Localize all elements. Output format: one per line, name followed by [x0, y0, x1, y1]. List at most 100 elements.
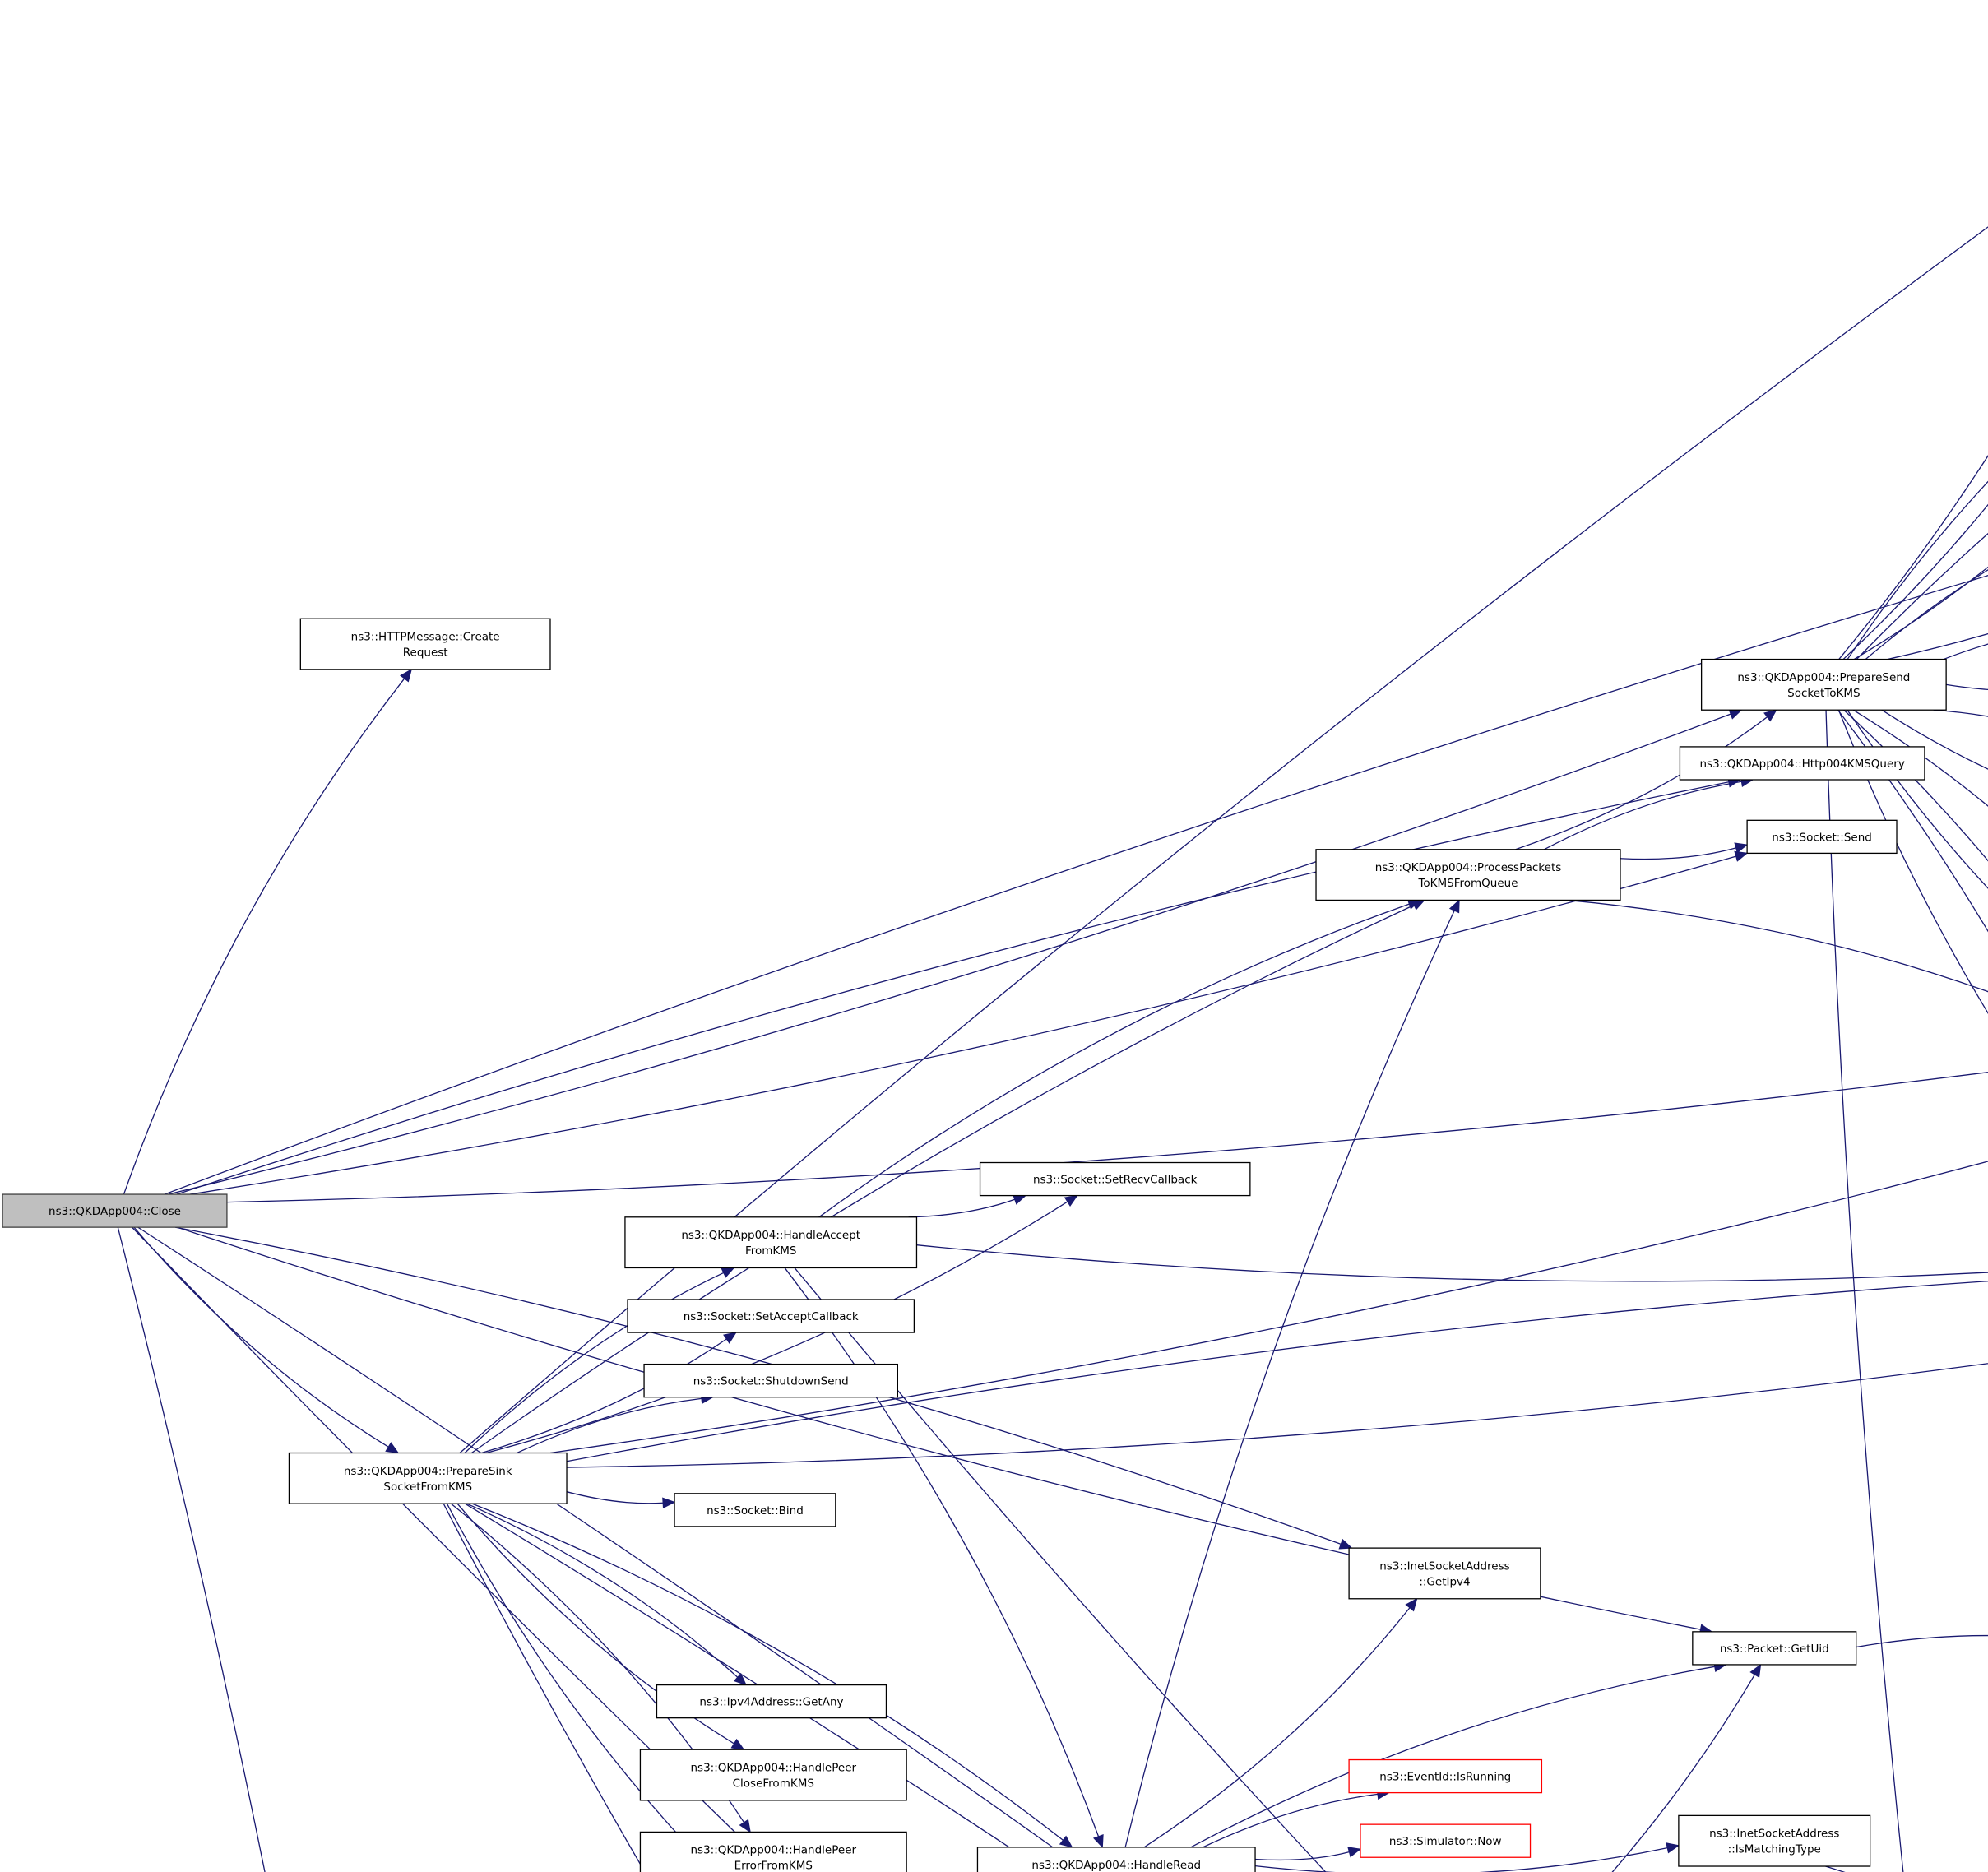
node-box[interactable]	[674, 1493, 836, 1527]
node-label: ns3::QKDApp004::HandleRead	[1031, 1859, 1201, 1872]
node-box[interactable]	[2, 1193, 228, 1228]
node-isMatchingType[interactable]: ns3::InetSocketAddress::IsMatchingType	[1678, 1814, 1871, 1867]
edge-prepareSink-to-connReqFrom	[443, 1503, 646, 1872]
node-box[interactable]	[976, 1847, 1256, 1872]
edge-line	[1847, 480, 1988, 660]
edge-handleAccept-to-convertFrom	[794, 1267, 1327, 1872]
arrowhead-icon	[739, 1819, 751, 1833]
node-processPackets[interactable]: ns3::QKDApp004::ProcessPacketsToKMSFromQ…	[1315, 849, 1621, 901]
node-box[interactable]	[624, 1216, 918, 1269]
node-isRunning[interactable]: ns3::EventId::IsRunning	[1348, 1758, 1543, 1794]
node-getAny[interactable]: ns3::Ipv4Address::GetAny	[656, 1684, 887, 1719]
node-label: ns3::Socket::SetAcceptCallback	[684, 1310, 859, 1323]
node-box[interactable]	[979, 1161, 1251, 1197]
edge-line	[1611, 1674, 1756, 1872]
edge-line	[1838, 455, 1988, 660]
node-setAcceptCb[interactable]: ns3::Socket::SetAcceptCallback	[627, 1299, 915, 1333]
edge-handleRead-to-isMatchingType	[1254, 1842, 1680, 1872]
edge-handleRead-to-now	[1254, 1847, 1362, 1861]
node-label: ns3::QKDApp004::HandlePeer	[690, 1844, 856, 1857]
edge-line	[1203, 1793, 1379, 1848]
node-label: ns3::Socket::SetRecvCallback	[1033, 1174, 1198, 1187]
node-box[interactable]	[299, 618, 551, 670]
edge-line	[137, 1226, 1089, 1872]
node-now[interactable]: ns3::Simulator::Now	[1360, 1823, 1532, 1858]
edge-line	[471, 904, 1415, 1454]
arrowhead-icon	[721, 1267, 735, 1278]
edge-line	[189, 855, 1736, 1195]
node-box[interactable]	[627, 1299, 915, 1333]
node-label: ns3::QKDApp004::PrepareSink	[344, 1465, 512, 1478]
edge-close-to-createRequest	[123, 668, 413, 1195]
edge-line	[443, 1503, 646, 1872]
arrowhead-icon	[1064, 1194, 1078, 1207]
node-label: ns3::Socket::Send	[1772, 831, 1872, 844]
edge-line	[1946, 683, 1988, 691]
node-box[interactable]	[1348, 1547, 1541, 1600]
node-handleRead[interactable]: ns3::QKDApp004::HandleReadFromKMS	[976, 1847, 1256, 1872]
edge-prepareSend-to-connSucceeded	[1933, 709, 1988, 717]
arrowhead-icon	[400, 668, 413, 683]
edge-close-to-http004	[176, 776, 1741, 1195]
edge-line	[1190, 1666, 1715, 1848]
node-box[interactable]	[1692, 1631, 1857, 1666]
node-box[interactable]	[1746, 819, 1898, 855]
edge-prepareSend-to-connect	[1943, 643, 1988, 660]
arrowhead-icon	[733, 1672, 748, 1686]
node-label: Request	[403, 646, 448, 660]
edge-prepareSend-to-connFailed	[1946, 683, 1988, 691]
node-box[interactable]	[1360, 1823, 1532, 1858]
edge-line	[481, 1338, 727, 1454]
node-close[interactable]: ns3::QKDApp004::Close	[2, 1193, 228, 1228]
node-http004[interactable]: ns3::QKDApp004::Http004KMSQuery	[1679, 746, 1925, 781]
arrowhead-icon	[1448, 899, 1460, 914]
node-label: CloseFromKMS	[733, 1777, 814, 1791]
node-label: ns3::EventId::IsRunning	[1379, 1771, 1511, 1784]
node-box[interactable]	[639, 1749, 907, 1801]
node-box[interactable]	[1700, 658, 1947, 711]
edge-prepareSend-to-createSocket	[1838, 455, 1988, 660]
edge-line	[1544, 781, 1742, 850]
edge-close-to-getIpv4	[174, 1226, 1353, 1550]
node-pktGetUid[interactable]: ns3::Packet::GetUid	[1692, 1631, 1857, 1666]
node-box[interactable]	[656, 1684, 887, 1719]
node-bind[interactable]: ns3::Socket::Bind	[674, 1493, 836, 1527]
node-shutdownSend[interactable]: ns3::Socket::ShutdownSend	[643, 1363, 898, 1398]
edge-line	[466, 1503, 739, 1678]
node-box[interactable]	[1678, 1814, 1871, 1867]
node-box[interactable]	[1348, 1758, 1543, 1794]
node-box[interactable]	[288, 1452, 568, 1504]
edge-line	[176, 781, 1730, 1195]
edge-line	[1254, 1851, 1350, 1861]
edge-line	[517, 1397, 702, 1454]
node-setRecvCb[interactable]: ns3::Socket::SetRecvCallback	[979, 1161, 1251, 1197]
node-label: ::GetIpv4	[1419, 1575, 1470, 1588]
edge-handleRead-to-getIpv4	[1143, 1597, 1418, 1848]
node-label: ErrorFromKMS	[734, 1860, 813, 1872]
edge-line	[1852, 709, 1988, 807]
node-box[interactable]	[639, 1831, 907, 1872]
node-box[interactable]	[1679, 746, 1925, 781]
edge-line	[1124, 910, 1455, 1848]
node-label: SocketFromKMS	[383, 1480, 472, 1494]
edge-close-to-setCloseCbs	[164, 575, 1988, 1195]
node-label: ns3::QKDApp004::ProcessPackets	[1375, 861, 1562, 874]
edge-line	[1837, 709, 1988, 933]
node-box[interactable]	[643, 1363, 898, 1398]
edge-prepareSend-to-tcpGetTypeId	[1837, 709, 1988, 933]
node-label: SocketToKMS	[1787, 687, 1860, 700]
edge-line	[123, 678, 405, 1195]
edge-processPackets-to-getPeerName	[1567, 899, 1988, 993]
arrowhead-icon	[662, 1497, 676, 1509]
node-label: ns3::QKDApp004::HandleAccept	[681, 1229, 860, 1242]
node-send[interactable]: ns3::Socket::Send	[1746, 819, 1898, 855]
node-box[interactable]	[1315, 849, 1621, 901]
node-getIpv4[interactable]: ns3::InetSocketAddress::GetIpv4	[1348, 1547, 1541, 1600]
edge-line	[1825, 1865, 1846, 1872]
